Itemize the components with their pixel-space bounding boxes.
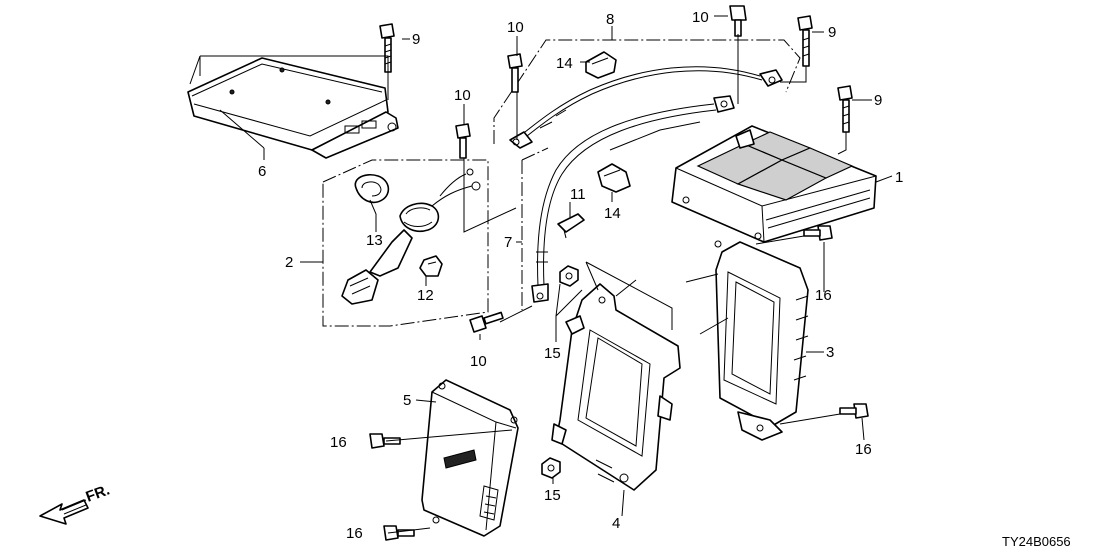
callout-3: 3 — [826, 344, 834, 361]
callout-10-top: 10 — [507, 19, 524, 36]
callout-8: 8 — [606, 11, 614, 28]
callout-6: 6 — [258, 163, 266, 180]
callout-9-top-right: 9 — [828, 24, 836, 41]
callout-16-right-bottom: 16 — [855, 441, 872, 458]
callout-11: 11 — [570, 186, 586, 203]
part-8-ground-cable — [493, 39, 801, 149]
callout-14-lower: 14 — [604, 205, 621, 222]
callout-10-top-right: 10 — [692, 9, 709, 26]
callout-14-upper: 14 — [556, 55, 573, 72]
callout-9-right: 9 — [874, 92, 882, 109]
bolt-10-top — [507, 53, 523, 93]
bolt-16-right-top — [803, 225, 833, 241]
bolt-10-harness — [455, 123, 471, 159]
callout-15-top: 15 — [544, 345, 561, 362]
diagram-code: TY24B0656 — [1002, 534, 1071, 549]
callout-16-right-top: 16 — [815, 287, 832, 304]
bolt-16-right-bottom — [839, 403, 869, 419]
bolt-9-right — [837, 85, 853, 133]
part-4-bracket — [551, 283, 681, 491]
callout-16-bottom: 16 — [346, 525, 363, 542]
leader-lines — [189, 15, 893, 534]
part-11-clip — [557, 213, 585, 239]
callout-10-bottom: 10 — [470, 353, 487, 370]
part-1-ecu — [671, 125, 877, 243]
part-7-cable — [521, 95, 735, 310]
front-direction-indicator: FR. — [39, 482, 113, 525]
callout-5: 5 — [403, 392, 411, 409]
callout-16-left: 16 — [330, 434, 347, 451]
callout-15-bottom: 15 — [544, 487, 561, 504]
part-2-harness-group — [322, 159, 489, 327]
callout-4: 4 — [612, 515, 620, 532]
callout-1: 1 — [895, 169, 903, 186]
part-14-clip-lower — [597, 163, 631, 193]
bolt-16-left — [369, 433, 401, 449]
front-arrow-icon — [39, 499, 89, 525]
callout-9-top-left: 9 — [412, 31, 420, 48]
nut-15-top — [559, 265, 579, 287]
callout-2: 2 — [285, 254, 293, 271]
callout-labels: 1 2 3 4 5 6 7 8 9 9 9 10 10 10 10 11 12 … — [258, 9, 903, 542]
front-label: FR. — [84, 482, 113, 506]
part-3-module — [714, 240, 809, 441]
bolt-10-top-right — [729, 5, 747, 37]
callout-13: 13 — [366, 232, 383, 249]
callout-10-harness: 10 — [454, 87, 471, 104]
callout-12: 12 — [417, 287, 434, 304]
part-5-module — [421, 379, 519, 537]
nut-15-bottom — [541, 457, 561, 479]
part-6-control-unit — [187, 57, 399, 159]
bolt-9-top-left — [379, 23, 395, 73]
callout-7: 7 — [504, 234, 512, 251]
part-14-clip-upper — [585, 51, 617, 79]
bolt-10-bottom — [469, 311, 504, 333]
